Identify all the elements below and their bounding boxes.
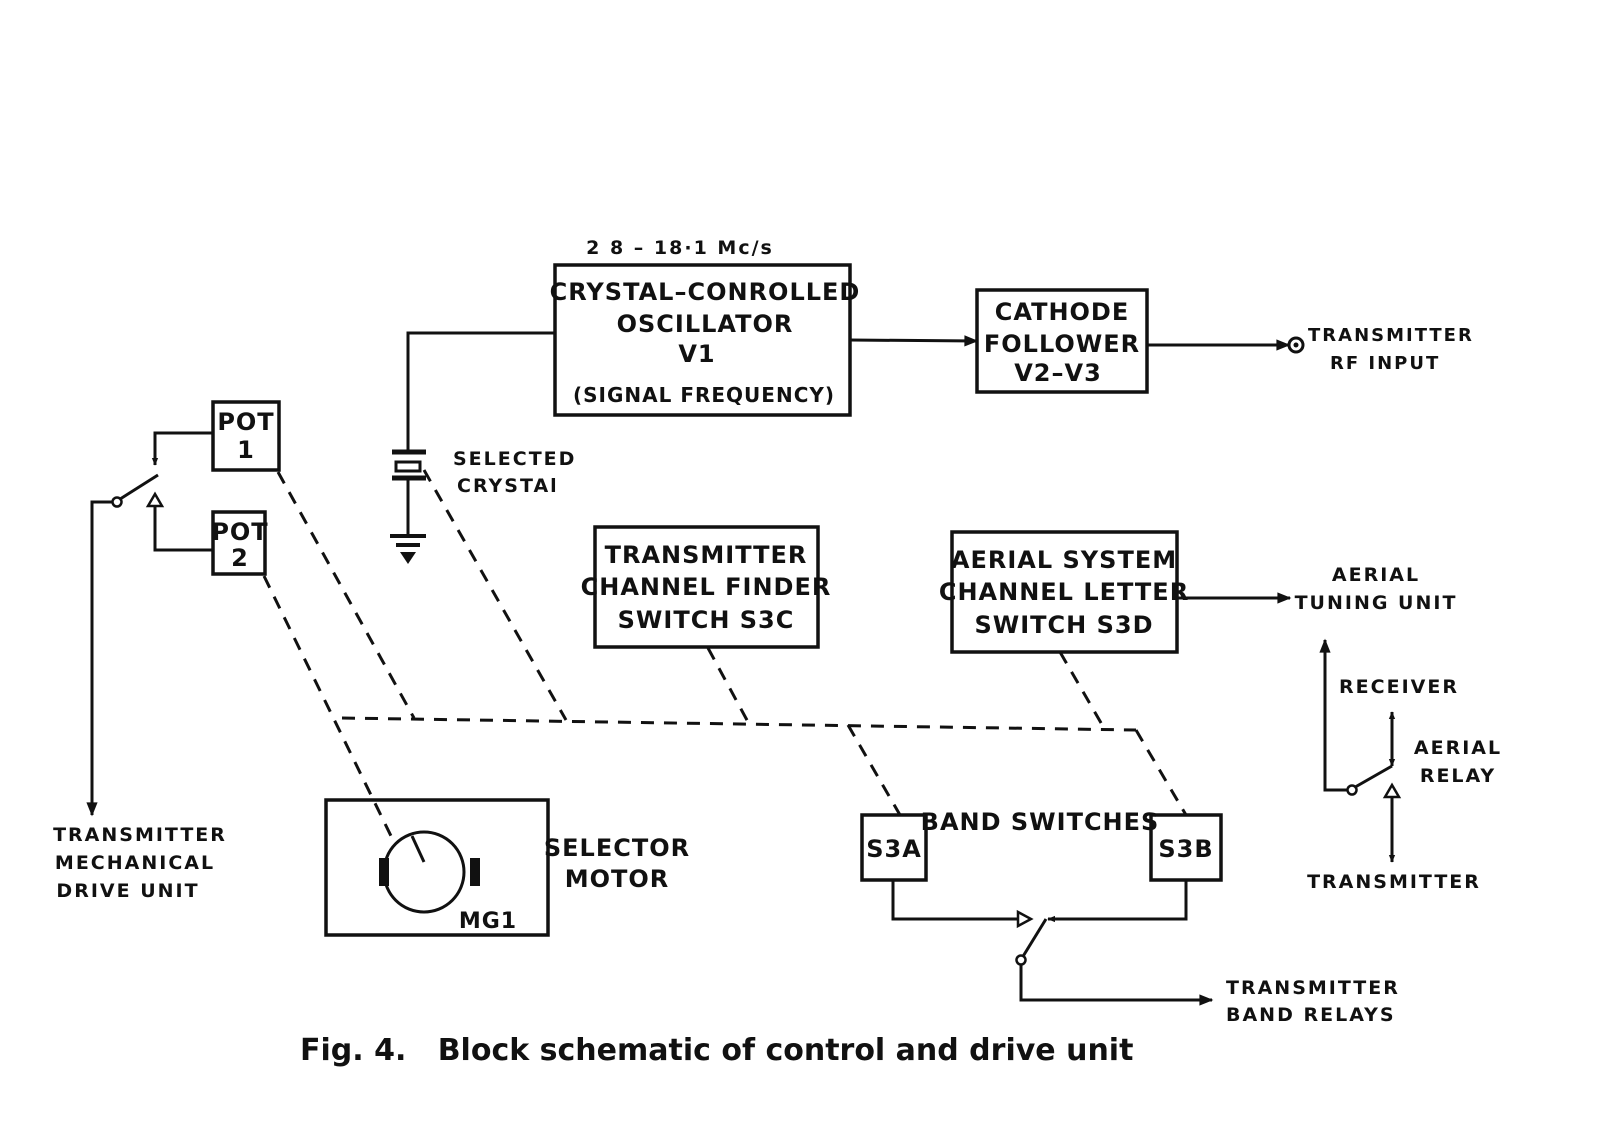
s3a-contact-icon	[1016, 909, 1034, 929]
drive-line-1: TRANSMITTER	[53, 824, 227, 846]
osc-to-crystal-line	[406, 331, 555, 450]
aerial-system-line-2: CHANNEL LETTER	[939, 578, 1189, 606]
figure-caption: Fig. 4. Block schematic of control and d…	[300, 1033, 1133, 1068]
aerial-system-block	[950, 530, 1179, 654]
motor-brush-left	[379, 858, 389, 886]
cathode-follower-block	[975, 288, 1149, 394]
aerial-relay-label: AERIAL RELAY	[1414, 737, 1502, 787]
s3b-output-line	[1047, 880, 1188, 923]
aerial-relay-switch	[1349, 764, 1393, 792]
band-relays-line	[1019, 964, 1214, 1006]
transmitter-label: TRANSMITTER	[1307, 871, 1481, 893]
finder-line-2: CHANNEL FINDER	[581, 573, 832, 601]
band-switch-pivot	[1015, 954, 1027, 966]
selector-motor-label: SELECTOR MOTOR	[544, 834, 690, 893]
finder-line-3: SWITCH S3C	[618, 606, 795, 634]
aerial-tuning-label: AERIAL TUNING UNIT	[1295, 564, 1458, 614]
rf-input-line-1: TRANSMITTER	[1308, 325, 1474, 346]
cathode-line-3: V2–V3	[1014, 359, 1102, 387]
drive-line-3: DRIVE UNIT	[56, 880, 199, 902]
tuning-line-1: AERIAL	[1332, 564, 1420, 586]
pot1-label: POT 1	[217, 408, 274, 464]
motor-mg1-label: MG1	[459, 909, 517, 934]
freq-range-label: 2 8 – 18·1 Mc/s	[586, 237, 774, 259]
tuning-line-2: TUNING UNIT	[1295, 592, 1458, 614]
oscillator-line-3: V1	[678, 340, 715, 368]
motor-icon	[382, 830, 466, 914]
cathode-line-2: FOLLOWER	[984, 330, 1140, 358]
drive-unit-label: TRANSMITTER MECHANICAL DRIVE UNIT	[53, 824, 227, 902]
motor-line-1: SELECTOR	[544, 834, 690, 862]
pot1-line-2: 1	[237, 436, 255, 464]
aerial-system-label: AERIAL SYSTEM CHANNEL LETTER SWITCH S3D	[939, 546, 1189, 639]
pot2-wiper-line	[153, 505, 213, 552]
channel-finder-label: TRANSMITTER CHANNEL FINDER SWITCH S3C	[581, 541, 832, 634]
pot1-linkage	[276, 471, 416, 719]
finder-line-1: TRANSMITTER	[605, 541, 808, 569]
relays-line-1: TRANSMITTER	[1226, 977, 1400, 999]
channel-finder-linkage	[706, 647, 750, 723]
s3b-linkage	[1134, 729, 1188, 816]
pot2-contact-icon	[145, 491, 165, 508]
mechanical-shaft-line	[341, 716, 1137, 732]
pot2-label: POT 2	[211, 518, 268, 572]
s3a-linkage	[846, 724, 902, 816]
drive-line-2: MECHANICAL	[55, 852, 215, 874]
s3a-block	[860, 813, 928, 882]
crystal-icon	[394, 460, 422, 473]
crystal-linkage	[422, 469, 568, 721]
selected-crystal-label: SELECTED CRYSTAl	[453, 448, 576, 497]
pot-selector-switch	[116, 473, 159, 503]
pot-switch-pivot	[111, 496, 123, 508]
relay-line-2: RELAY	[1420, 765, 1496, 787]
pot2-block	[211, 510, 267, 576]
pot1-line-1: POT	[217, 408, 274, 436]
motor-brush-right	[470, 858, 480, 886]
drive-unit-line	[86, 500, 113, 817]
aerial-system-line-3: SWITCH S3D	[974, 611, 1153, 639]
oscillator-line-1: CRYSTAL–CONROLLED	[550, 278, 861, 306]
pot1-block	[211, 400, 281, 472]
band-switches-label: BAND SWITCHES	[921, 808, 1160, 836]
s3a-output-line	[891, 880, 1020, 921]
relay-line-1: AERIAL	[1414, 737, 1502, 759]
channel-finder-block	[593, 525, 820, 649]
pot2-line-1: POT	[211, 518, 268, 546]
band-switch	[1020, 918, 1048, 959]
oscillator-line-4: (SIGNAL FREQUENCY)	[573, 383, 835, 407]
s3a-label: S3A	[866, 835, 922, 863]
crystal-oscillator-block	[553, 263, 852, 417]
motor-shaft	[410, 835, 426, 863]
transmitter-contact-icon	[1382, 782, 1402, 799]
pot2-line-2: 2	[231, 544, 249, 572]
aerial-system-line-1: AERIAL SYSTEM	[951, 546, 1177, 574]
relays-line-2: BAND RELAYS	[1226, 1004, 1396, 1026]
pot1-wiper-line	[151, 431, 213, 466]
band-relays-label: TRANSMITTER BAND RELAYS	[1226, 977, 1400, 1026]
crystal-line-2: CRYSTAl	[457, 475, 559, 497]
rf-input-connector-dot	[1293, 342, 1299, 348]
receiver-label: RECEIVER	[1339, 676, 1459, 698]
aerial-system-linkage	[1058, 651, 1106, 729]
aerial-relay-pivot	[1346, 784, 1358, 796]
crystal-line-1: SELECTED	[453, 448, 576, 470]
rf-input-line-2: RF INPUT	[1330, 353, 1440, 374]
oscillator-line-2: OSCILLATOR	[617, 310, 794, 338]
osc-to-follower-line	[849, 335, 979, 347]
cathode-follower-label: CATHODE FOLLOWER V2–V3	[984, 298, 1140, 387]
cathode-line-1: CATHODE	[995, 298, 1130, 326]
ground-icon-tip	[400, 552, 416, 564]
s3b-label: S3B	[1158, 835, 1213, 863]
motor-line-2: MOTOR	[565, 865, 670, 893]
rf-input-label: TRANSMITTER RF INPUT	[1308, 325, 1474, 374]
relay-to-tuning-line	[1319, 638, 1350, 792]
oscillator-label: CRYSTAL–CONROLLED OSCILLATOR V1 (SIGNAL …	[550, 278, 861, 407]
pot2-linkage	[262, 575, 394, 839]
